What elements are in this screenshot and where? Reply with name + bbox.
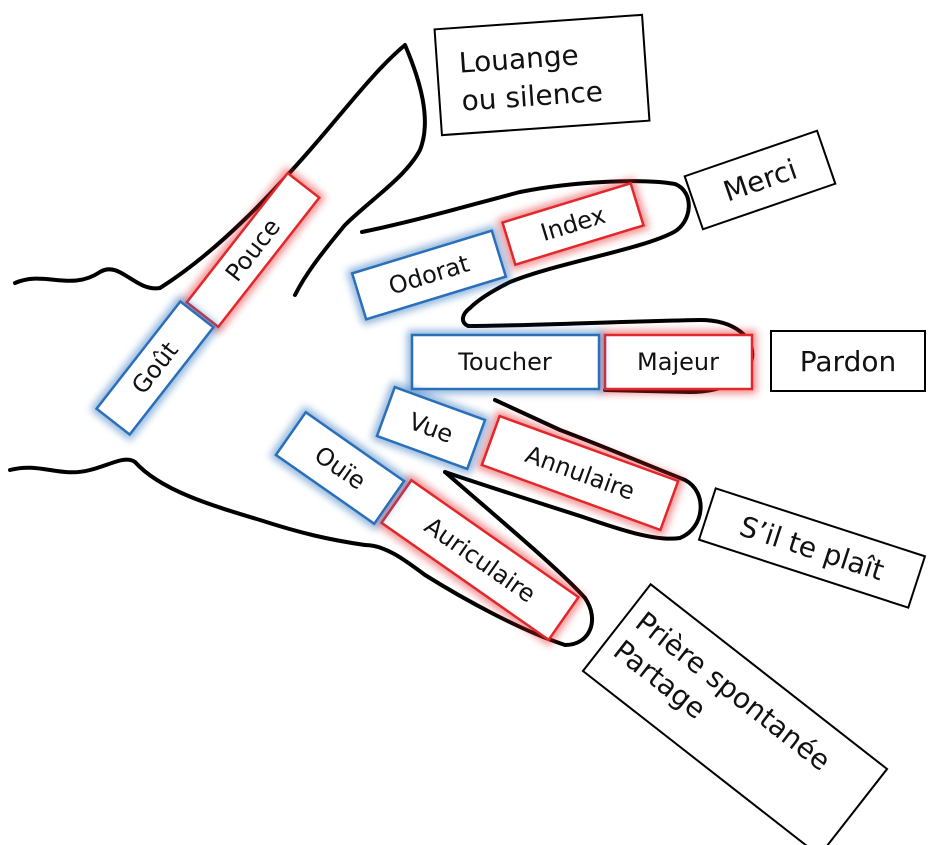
prayer-box-index: Merci xyxy=(683,129,837,231)
little-outline xyxy=(363,470,595,647)
hand-outline xyxy=(8,43,755,647)
middle-sense-label: Toucher xyxy=(457,348,552,376)
hand-base-outline xyxy=(8,457,367,547)
prayer-middle-line1: Pardon xyxy=(800,345,896,378)
middle-sense-box: Toucher xyxy=(407,330,604,394)
middle-finger-box: Majeur xyxy=(600,330,757,394)
little-sense-box: Ouïe xyxy=(269,406,411,530)
index-finger-box: Index xyxy=(496,177,650,271)
prayer-box-middle: Pardon xyxy=(770,330,926,392)
prayer-box-little: Prière spontanée Partage xyxy=(581,582,889,845)
index-sense-box: Odorat xyxy=(346,225,512,325)
ring-finger-box: Annulaire xyxy=(476,410,684,536)
ring-sense-box: Vue xyxy=(371,381,491,475)
prayer-box-ring: S’il te plaît xyxy=(697,487,927,609)
ring-outline xyxy=(443,398,703,541)
middle-finger-label: Majeur xyxy=(637,348,719,376)
thumb-finger-box: Pouce xyxy=(180,166,326,334)
index-outline xyxy=(360,179,691,310)
thumb-outline xyxy=(13,43,427,297)
prayer-box-thumb: Louange ou silence xyxy=(433,13,651,137)
thumb-sense-box: Goût xyxy=(90,295,220,441)
